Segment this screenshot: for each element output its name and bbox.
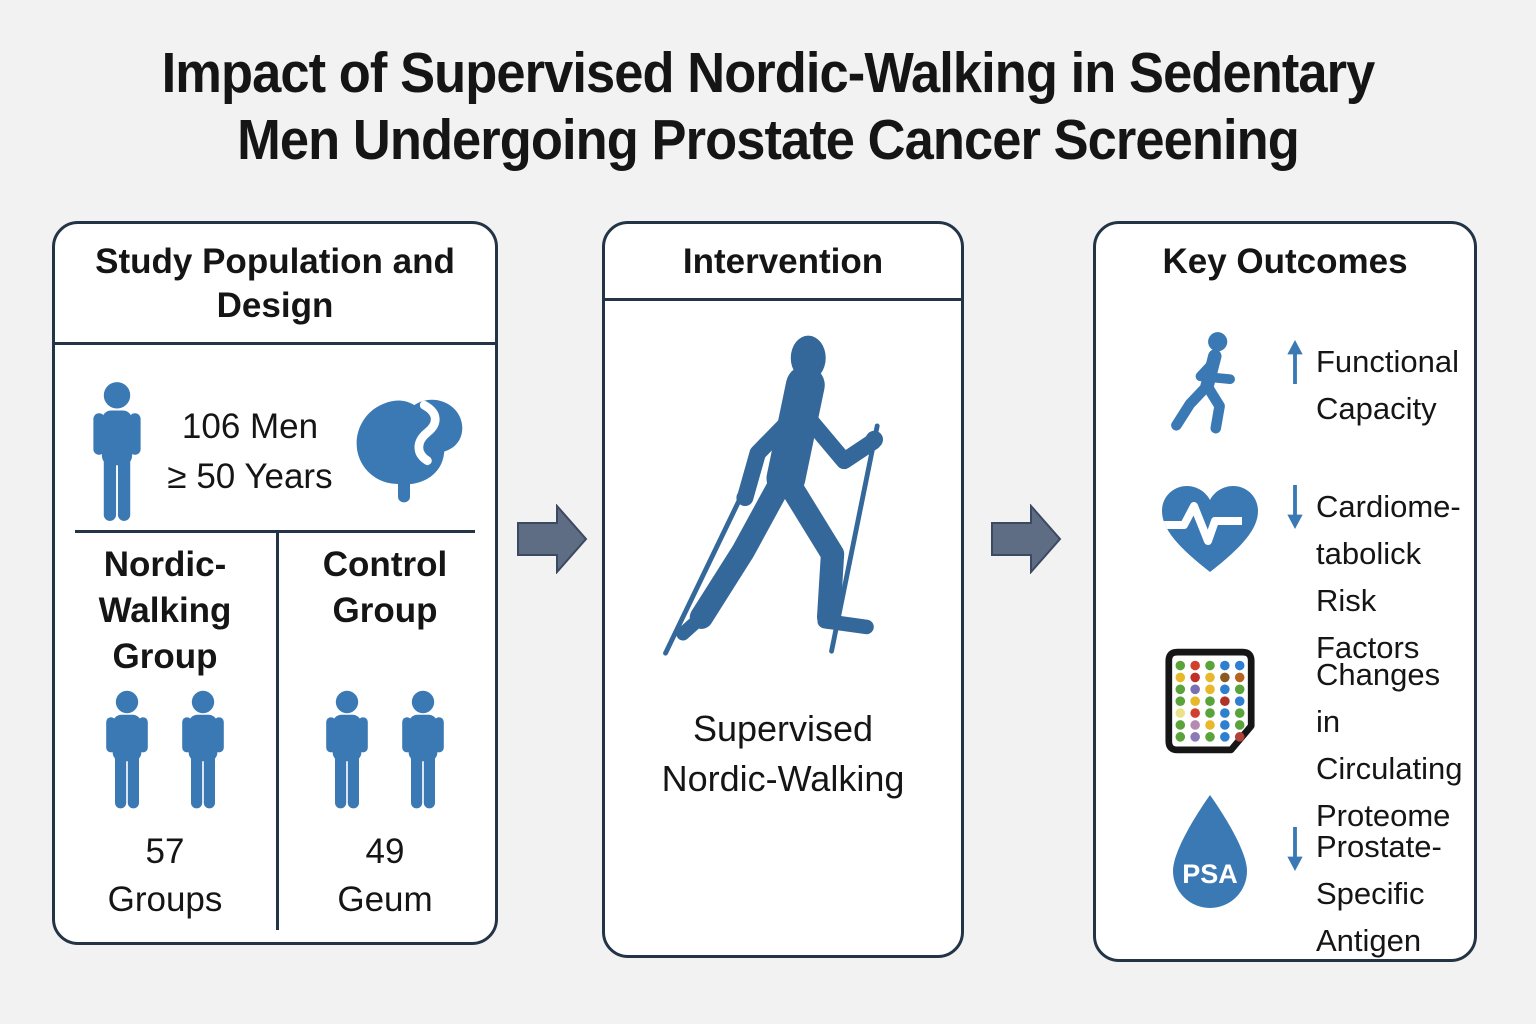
study-population-panel: Study Population and Design 106 Men ≥ 50… — [52, 221, 498, 945]
nordic-walker-icon — [663, 335, 884, 656]
group-name: Nordic- Walking Group — [98, 545, 232, 676]
outcome-text: Cardiome- tabolick Risk Factors — [1316, 489, 1461, 665]
outcome-functional-capacity: Functional Capacity — [1134, 324, 1468, 438]
key-outcomes-panel: Key Outcomes Functional Capacity — [1093, 221, 1477, 962]
outcome-psa: PSA Prostate- Specific Antigen — [1134, 787, 1468, 964]
study-horizontal-divider — [75, 530, 475, 533]
up-arrow-icon — [1287, 340, 1303, 384]
down-arrow-icon — [1287, 827, 1303, 871]
intervention-panel-header: Intervention — [605, 224, 961, 301]
population-row: 106 Men ≥ 50 Years — [83, 374, 471, 530]
standing-man-icon — [326, 690, 368, 809]
groups-row: Nordic- Walking Group — [55, 542, 495, 924]
control-group-column: Control Group — [275, 542, 495, 924]
prostate-icon — [356, 399, 463, 503]
outcome-circulating-proteome: Changes in Circulating Proteome — [1134, 639, 1468, 839]
population-text: 106 Men ≥ 50 Years — [167, 407, 333, 496]
standing-man-icon — [106, 690, 148, 809]
group-icons — [275, 690, 495, 810]
intervention-panel: Intervention Supervised Nordic-Walking — [602, 221, 964, 958]
standing-man-icon — [93, 382, 141, 521]
intervention-label: Supervised Nordic-Walking — [661, 708, 905, 799]
outcomes-panel-header: Key Outcomes — [1162, 242, 1408, 281]
outcome-cardiometabolic-risk: Cardiome- tabolick Risk Factors — [1134, 471, 1468, 671]
microarray-icon — [1165, 648, 1255, 754]
standing-man-icon — [402, 690, 444, 809]
nordic-walking-group-column: Nordic- Walking Group — [55, 542, 275, 924]
flow-right-arrow-icon — [517, 504, 588, 574]
outcome-text: Functional Capacity — [1316, 344, 1460, 426]
microarray-dots — [1175, 660, 1245, 742]
study-vertical-divider — [276, 530, 279, 930]
standing-man-icon — [182, 690, 224, 809]
group-count: 49 Geum — [337, 832, 433, 919]
group-count: 57 Groups — [107, 832, 223, 919]
page-title: Impact of Supervised Nordic-Walking in S… — [161, 41, 1376, 172]
outcome-text: Prostate- Specific Antigen — [1316, 829, 1442, 958]
group-name: Control Group — [322, 545, 448, 630]
psa-label: PSA — [1182, 859, 1238, 889]
flow-right-arrow-icon — [991, 504, 1062, 574]
down-arrow-icon — [1287, 485, 1303, 529]
heart-pulse-icon — [1162, 486, 1258, 572]
study-panel-header: Study Population and Design — [55, 224, 495, 345]
group-icons — [55, 690, 275, 810]
outcome-text: Changes in Circulating Proteome — [1316, 657, 1463, 833]
psa-drop-icon: PSA — [1173, 795, 1247, 908]
walking-person-icon — [1171, 332, 1235, 434]
